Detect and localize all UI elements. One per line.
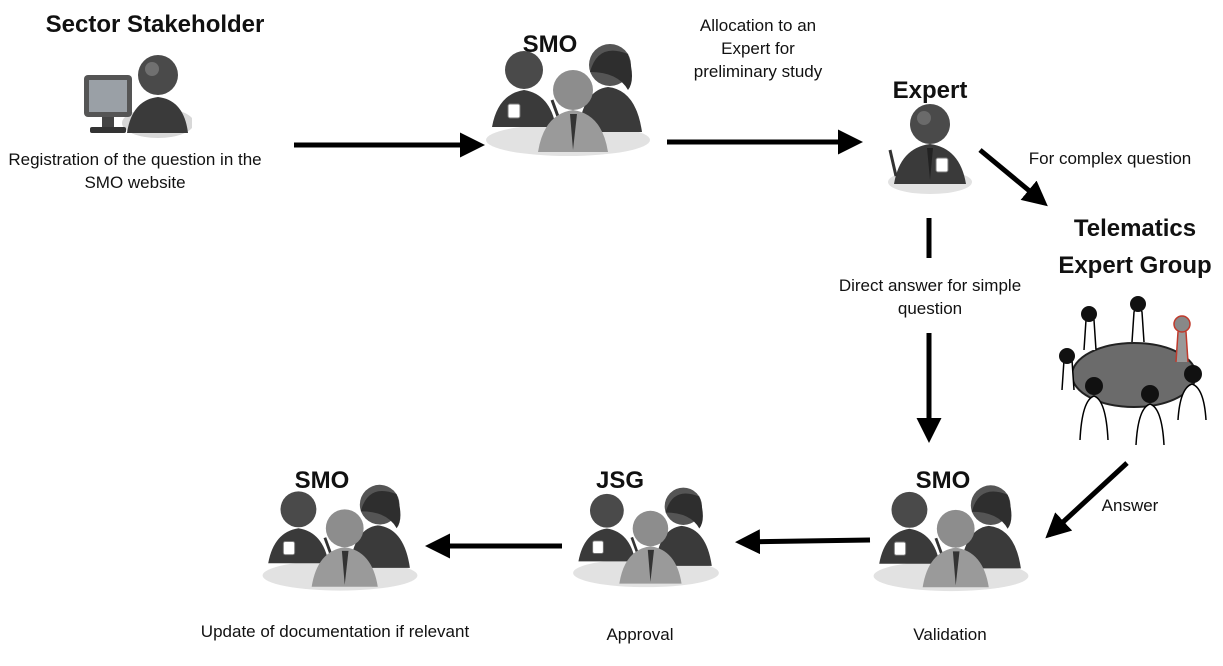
answer-label: Answer [1101,496,1159,515]
computer-user-icon [84,55,192,138]
smo-validation-caption: Validation [913,625,987,644]
smo-update-title: SMO [294,467,350,494]
arrow-teg-to-smo [1045,461,1129,539]
sector-stakeholder-caption: Registration of the question in the SMO … [8,150,262,192]
sector-stakeholder-title: Sector Stakeholder [45,11,265,38]
people-group-icon [573,487,719,588]
smo-update-caption: Update of documentation if relevant [200,622,470,641]
smo-validation-title: SMO [915,467,971,494]
people-group-icon [873,485,1029,592]
arrow-expert-to-teg [978,148,1048,207]
person-icon [888,104,972,194]
meeting-table-icon [1059,296,1207,445]
arrow-smo-to-jsg [735,529,871,555]
people-group-icon [262,484,418,591]
teg-title: Telematics Expert Group [1058,215,1212,279]
jsg-title: JSG [595,467,645,494]
jsg-caption: Approval [606,625,674,644]
complex-question-label: For complex question [1028,149,1192,168]
people-group-icon [486,44,650,156]
allocation-label: Allocation to an Expert for preliminary … [693,16,823,81]
direct-answer-label: Direct answer for simple question [838,276,1022,318]
expert-title: Expert [892,77,968,104]
